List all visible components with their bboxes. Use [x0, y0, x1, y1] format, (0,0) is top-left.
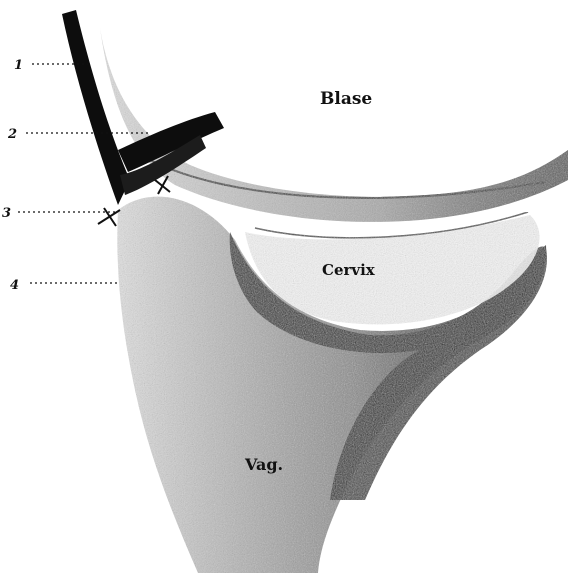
callout-1: 1 [14, 58, 23, 73]
label-vagina: Vag. [244, 455, 283, 474]
callout-2: 2 [7, 127, 17, 142]
bladder-wall [100, 28, 568, 222]
stitch-marker-lower [98, 208, 120, 226]
callout-4: 4 [10, 278, 19, 293]
label-cervix: Cervix [322, 261, 376, 279]
label-bladder: Blase [320, 89, 372, 109]
callout-3: 3 [2, 206, 11, 221]
